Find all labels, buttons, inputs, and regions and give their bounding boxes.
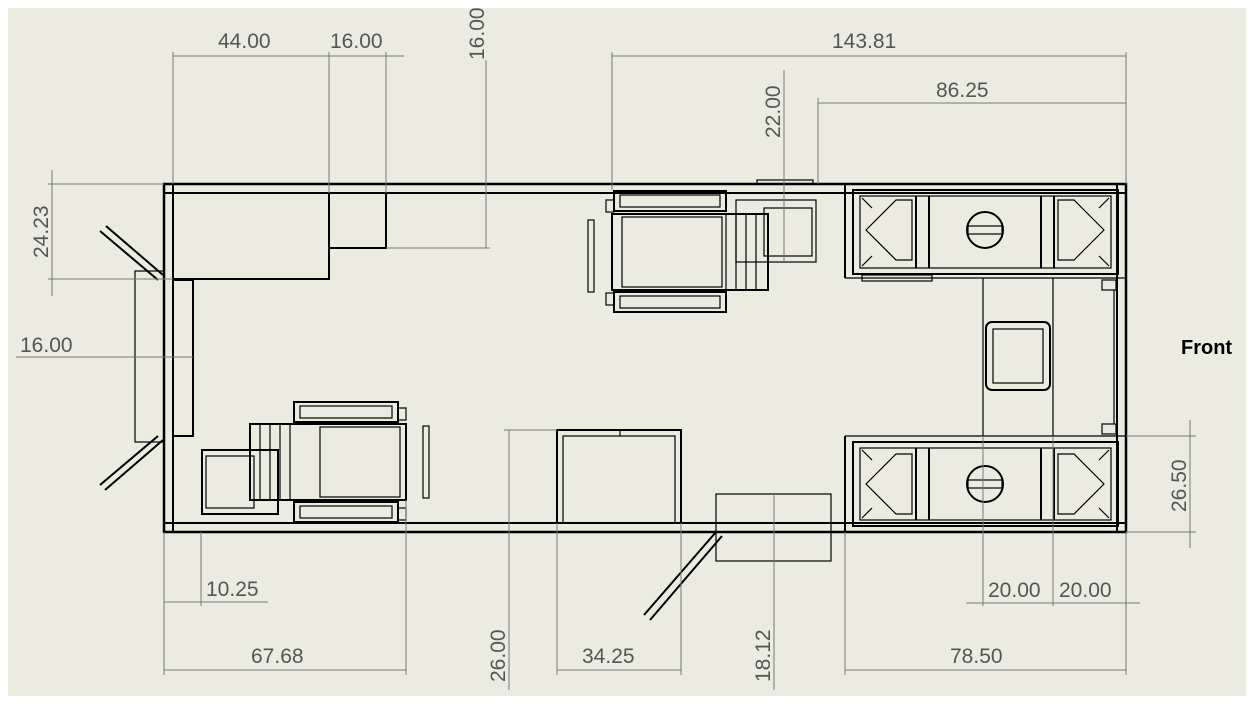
lower-bunk-frame [852,441,1119,527]
upper-bunk-step [861,274,933,282]
front-aisle [756,179,1117,436]
dim-34-25: 34.25 [582,645,635,668]
rear-door-upper-edge [105,225,164,276]
lower-bunk-circle [966,465,1004,503]
upper-bunk-corner-2 [861,255,873,267]
rear-counters [172,192,387,280]
dim-26-00: 26.00 [487,629,510,682]
upper-bunk-corner-1 [861,197,873,209]
wall-vent [756,179,814,185]
lower-bunk-inner [859,447,1112,521]
dim-16-00-left: 16.00 [20,334,73,357]
dim-22-00: 22.00 [762,85,785,138]
upper-seat-tab-1 [605,199,615,213]
upper-bunk-right-head [1057,199,1105,261]
upper-seat-footrest [735,199,817,263]
dimension-lines [16,52,1196,690]
center-table [556,429,682,524]
rear-door-lower-edge [104,439,164,491]
counter-16 [328,192,387,249]
dimension-labels: 44.00 16.00 16.00 143.81 22.00 86.25 24.… [20,7,1191,682]
dim-20-00-a: 20.00 [988,579,1041,602]
front-seat-inner [992,328,1044,384]
upper-bunk-corner-3 [1098,197,1110,209]
lower-seat-footrest-inner [205,455,255,509]
paper-background [8,8,1246,696]
dim-44-00: 44.00 [218,30,271,53]
front-block-lower [1101,423,1117,435]
upper-seat-tab-2 [605,292,615,306]
dim-86-25: 86.25 [936,79,989,102]
lower-bunk-corner-2 [861,507,873,519]
upper-bunk-frame [852,189,1119,275]
lower-seat-top-cushion-inner [299,405,393,419]
dim-16-00-top: 16.00 [330,30,383,53]
lower-bunk-left-head [865,453,913,515]
dim-67-68: 67.68 [251,645,304,668]
upper-seat-top-cushion-inner [619,194,721,208]
lower-seat-armrest-right [422,425,430,499]
lower-seat [201,401,430,523]
dim-78-50: 78.50 [950,645,1003,668]
lower-bunk-circle-bar [967,479,1003,489]
upper-seat-cushion [621,216,723,288]
lower-bunk-corner-4 [1098,507,1110,519]
floor-plan-svg: 44.00 16.00 16.00 143.81 22.00 86.25 24.… [8,7,1246,696]
front-upper-bunk [852,189,1119,282]
dim-20-00-b: 20.00 [1059,579,1112,602]
upper-bunk-inner [859,195,1112,269]
upper-seat-footrest-inner [763,207,813,257]
front-seat [985,321,1051,391]
lower-bunk-corner-3 [1098,449,1110,461]
upper-bunk-corner-4 [1098,255,1110,267]
dim-143-81: 143.81 [832,30,896,53]
side-door-panel [643,531,717,616]
lower-seat-footrest [201,449,279,515]
dim-24-23: 24.23 [30,205,53,258]
front-label: Front [1181,337,1232,359]
dim-10-25: 10.25 [206,578,259,601]
dim-18-12: 18.12 [752,629,775,682]
lower-seat-tab-1 [397,407,407,421]
lower-seat-bottom-cushion-inner [299,505,393,519]
table-inner [562,435,676,524]
lower-bunk-corner-1 [861,449,873,461]
front-block-upper [1101,279,1117,291]
lower-bunk-right-head [1057,453,1105,515]
dim-26-50: 26.50 [1168,459,1191,512]
dim-16-00-vertical: 16.00 [466,8,489,60]
front-lower-bunk [852,441,1119,527]
upper-seat-armrest-left [587,219,595,293]
rear-door-lower [99,435,159,486]
upper-seat-base [611,213,769,291]
upper-seat-bottom-cushion-inner [619,295,721,309]
lower-seat-base [249,423,407,501]
floor-plan-drawing: 44.00 16.00 16.00 143.81 22.00 86.25 24.… [8,7,1246,696]
upper-seat [587,190,817,313]
upper-bunk-left-head [865,199,913,261]
upper-bunk-circle-bar [967,225,1003,235]
lower-seat-cushion [319,426,401,498]
upper-bunk-circle [966,211,1004,249]
side-door-panel-edge [649,535,723,621]
rear-door-upper [99,230,159,281]
